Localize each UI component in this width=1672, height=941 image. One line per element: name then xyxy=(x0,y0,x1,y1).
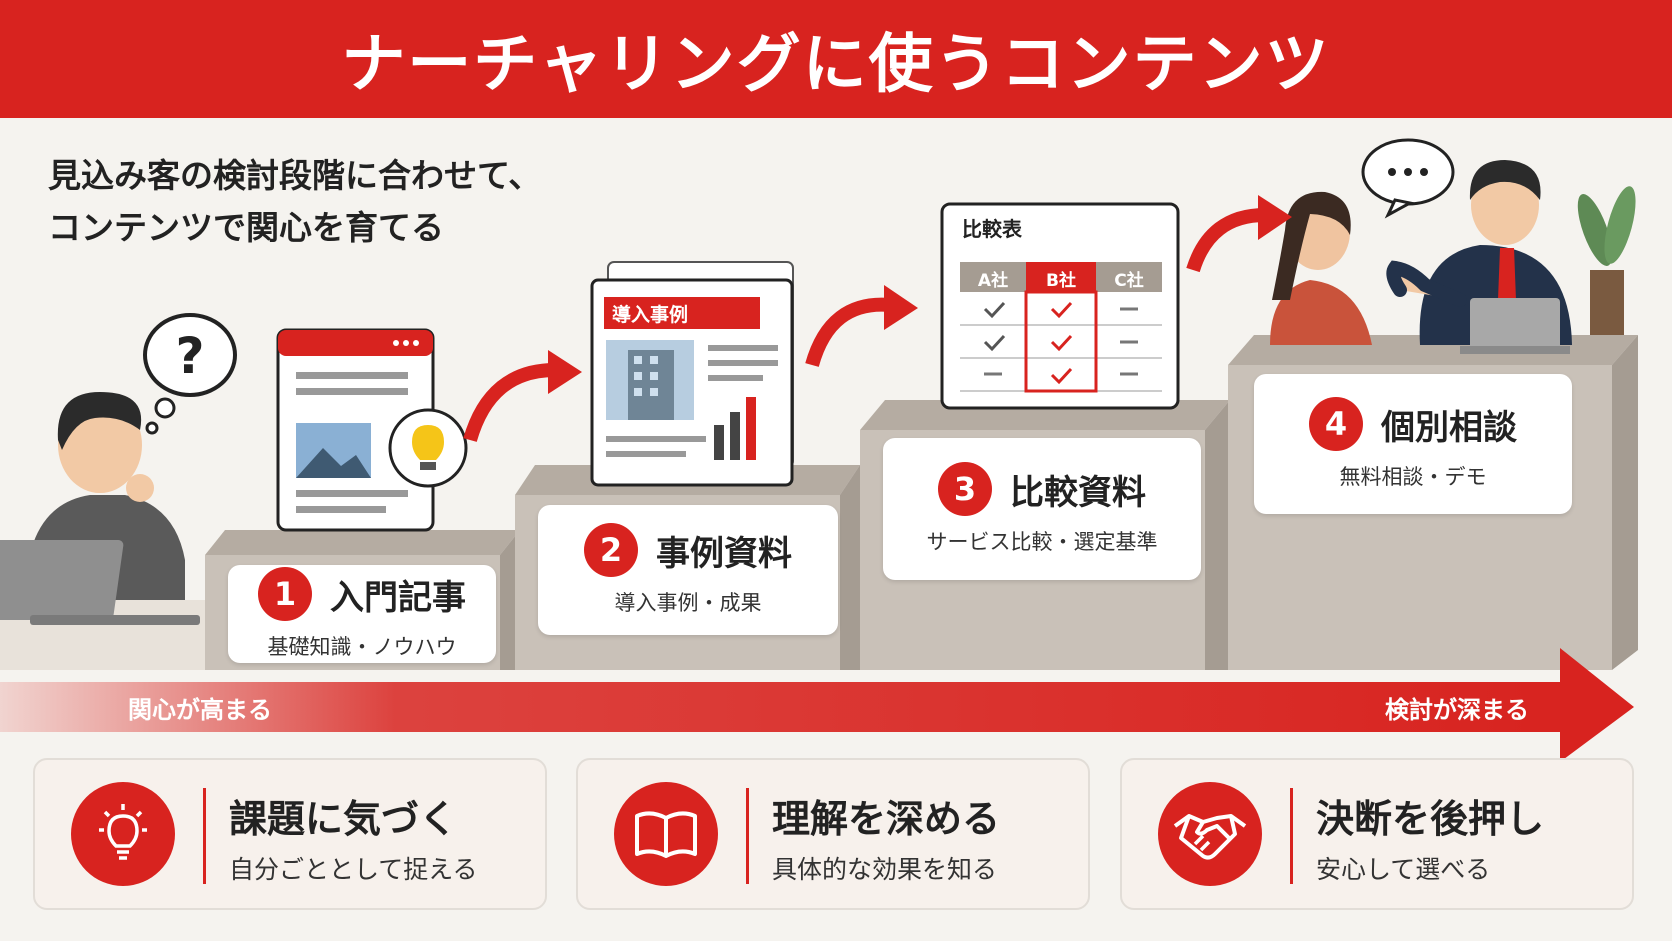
benefit-title-2: 理解を深める xyxy=(772,797,1001,841)
benefit-sub-3: 安心して選べる xyxy=(1316,855,1491,884)
step-sub-2: 導入事例・成果 xyxy=(614,591,762,615)
subtitle-line-1: 見込み客の検討段階に合わせて、 xyxy=(48,156,542,195)
arrow-label-left: 関心が高まる xyxy=(128,696,272,724)
svg-text:?: ? xyxy=(175,327,204,385)
subtitle: 見込み客の検討段階に合わせて、 コンテンツで関心を育てる xyxy=(48,150,541,254)
step-card-3: 3 比較資料 サービス比較・選定基準 xyxy=(883,438,1201,580)
benefit-card-3: 決断を後押し 安心して選べる xyxy=(1120,758,1634,910)
thinking-person-icon: ? xyxy=(0,313,237,625)
benefit-sub-1: 自分ごととして捉える xyxy=(229,855,478,884)
benefit-title-1: 課題に気づく xyxy=(229,797,458,841)
compare-col-b: B社 xyxy=(1046,271,1076,291)
benefit-divider-3 xyxy=(1290,788,1293,884)
book-icon xyxy=(614,782,718,886)
case-study-document-icon xyxy=(590,261,794,487)
compare-doc-title: 比較表 xyxy=(962,217,1022,241)
progress-arrow-shaft xyxy=(0,682,1580,732)
page-title: ナーチャリングに使うコンテンツ xyxy=(341,27,1331,102)
arrow-head-2 xyxy=(884,285,918,330)
step-sub-4: 無料相談・デモ xyxy=(1339,465,1487,489)
article-document-icon xyxy=(276,328,468,532)
consultation-scene-icon xyxy=(1270,138,1636,354)
lightbulb-icon xyxy=(71,782,175,886)
compare-col-a: A社 xyxy=(977,271,1009,291)
subtitle-line-2: コンテンツで関心を育てる xyxy=(48,208,444,247)
step-title-3: 比較資料 xyxy=(1010,472,1146,513)
case-doc-label: 導入事例 xyxy=(612,304,689,326)
step-card-2: 2 事例資料 導入事例・成果 xyxy=(538,505,838,635)
step-title-1: 入門記事 xyxy=(330,577,466,618)
compare-col-c: C社 xyxy=(1114,271,1144,291)
benefit-divider-1 xyxy=(203,788,206,884)
benefit-divider-2 xyxy=(746,788,749,884)
arrow-label-right: 検討が深まる xyxy=(1385,696,1529,724)
benefit-card-1: 課題に気づく 自分ごととして捉える xyxy=(33,758,547,910)
step-title-2: 事例資料 xyxy=(656,533,792,574)
step-sub-3: サービス比較・選定基準 xyxy=(926,530,1158,554)
step-title-4: 個別相談 xyxy=(1381,407,1517,448)
title-banner xyxy=(0,0,1672,118)
benefit-card-2: 理解を深める 具体的な効果を知る xyxy=(576,758,1090,910)
step-card-1: 1 入門記事 基礎知識・ノウハウ xyxy=(228,565,496,663)
progress-arrow-head xyxy=(1560,648,1634,762)
benefit-sub-2: 具体的な効果を知る xyxy=(772,855,998,884)
handshake-icon xyxy=(1158,782,1262,886)
step-number-3: 3 xyxy=(938,462,992,516)
step-sub-1: 基礎知識・ノウハウ xyxy=(267,635,457,659)
step-card-4: 4 個別相談 無料相談・デモ xyxy=(1254,374,1572,514)
arrow-head-3 xyxy=(1258,195,1292,240)
step-number-1: 1 xyxy=(258,567,312,621)
arrow-head-1 xyxy=(548,350,582,394)
step-number-2: 2 xyxy=(584,523,638,577)
step-number-4: 4 xyxy=(1309,397,1363,451)
benefit-title-3: 決断を後押し xyxy=(1316,797,1545,841)
comparison-table-icon xyxy=(940,202,1180,410)
